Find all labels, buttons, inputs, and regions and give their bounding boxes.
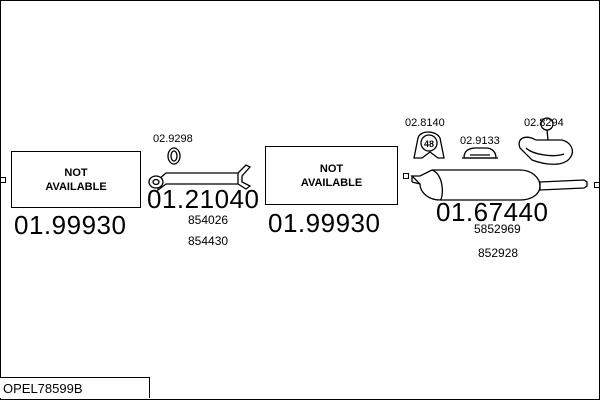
gasket-ring-drawing	[167, 147, 181, 165]
not-available-line1: NOT	[319, 162, 344, 175]
not-available-box-1: NOT AVAILABLE	[11, 151, 141, 208]
part-code-not-available-2[interactable]: 01.99930	[268, 208, 381, 238]
not-available-box-2: NOT AVAILABLE	[265, 146, 398, 205]
front-pipe-drawing	[148, 164, 252, 192]
mid-connector-marker	[403, 173, 409, 179]
model-code-label: OPEL78599B	[0, 377, 150, 398]
oem-number-rear-silencer-1: 5852969	[474, 222, 521, 236]
hanger-size-label: 48	[424, 139, 435, 149]
part-code-rubber-hanger[interactable]: 02.8140	[405, 117, 445, 129]
mounting-clamp-drawing	[462, 147, 498, 159]
oem-number-front-pipe-1: 854026	[188, 213, 229, 227]
left-connector-marker	[0, 177, 6, 183]
part-code-gasket[interactable]: 02.9298	[153, 133, 193, 145]
oem-number-rear-silencer-2: 852928	[478, 246, 519, 260]
oem-number-front-pipe-2: 854430	[188, 234, 229, 248]
part-code-mounting-clamp[interactable]: 02.9133	[460, 135, 500, 147]
rear-silencer-drawing	[410, 169, 588, 201]
part-code-support-strap[interactable]: 02.8294	[524, 117, 564, 129]
part-code-front-pipe[interactable]: 01.21040	[147, 184, 260, 214]
rubber-hanger-drawing	[413, 131, 445, 159]
part-code-rear-silencer[interactable]: 01.67440	[436, 197, 549, 227]
part-code-not-available-1[interactable]: 01.99930	[14, 210, 127, 240]
not-available-line2: AVAILABLE	[45, 180, 107, 193]
not-available-line1: NOT	[64, 166, 88, 179]
support-strap-drawing	[518, 117, 574, 165]
not-available-line2: AVAILABLE	[300, 176, 363, 189]
right-connector-marker	[594, 182, 600, 188]
